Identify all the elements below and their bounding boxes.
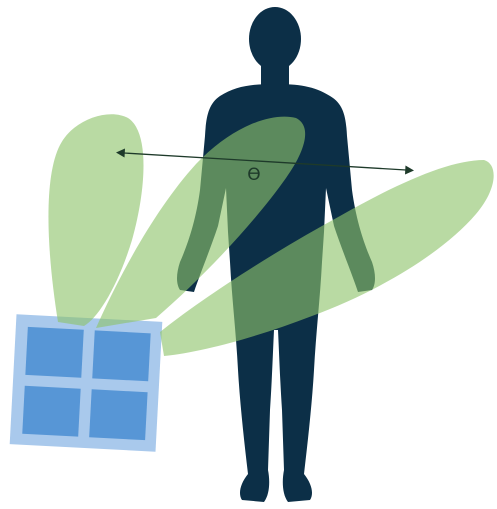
panel-cell-top-right: [92, 330, 150, 381]
arrow-head-right: [405, 166, 414, 175]
panel-cell-bottom-left: [22, 386, 80, 437]
panel-cell-bottom-right: [89, 389, 147, 440]
angle-theta-label: ϴ: [247, 165, 260, 185]
panel-cell-top-left: [25, 327, 83, 378]
antenna-array-2x2: [10, 314, 163, 451]
